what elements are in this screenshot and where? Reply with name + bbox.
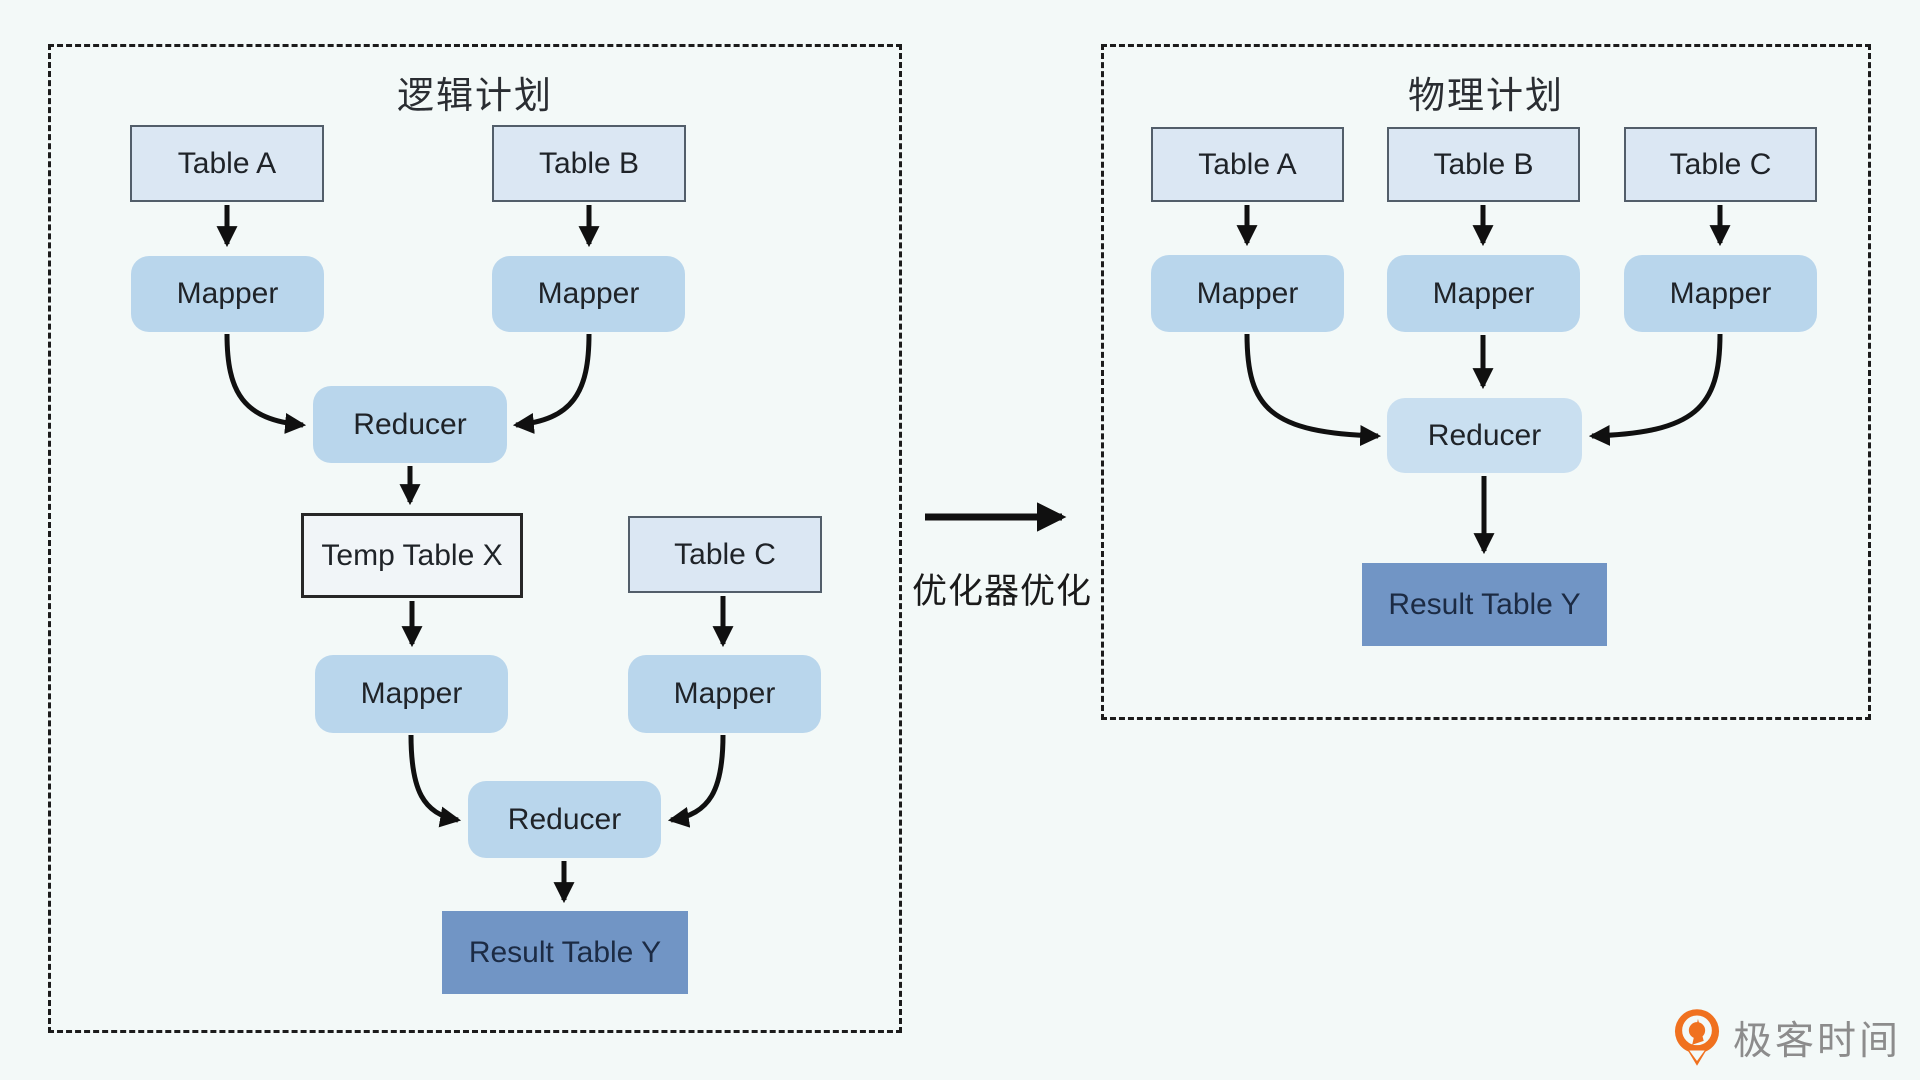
watermark-geektime: 极客时间: [1674, 1008, 1901, 1068]
node-mapper-b-physical: Mapper: [1387, 255, 1580, 332]
optimizer-label: 优化器优化: [911, 572, 1092, 611]
node-mapper-b-logical: Mapper: [492, 256, 685, 332]
node-reducer-physical: Reducer: [1387, 398, 1582, 473]
node-table-b-logical: Table B: [492, 125, 686, 202]
node-mapper-temp-logical: Mapper: [315, 655, 508, 733]
node-result-table-y-logical: Result Table Y: [442, 911, 688, 994]
node-mapper-c-logical: Mapper: [628, 655, 821, 733]
node-mapper-a-physical: Mapper: [1151, 255, 1344, 332]
node-mapper-c-physical: Mapper: [1624, 255, 1817, 332]
geektime-logo-icon: [1674, 1009, 1720, 1066]
physical-plan-title: 物理计划: [1408, 75, 1564, 116]
physical-plan-panel: 物理计划: [1101, 44, 1871, 720]
node-table-c-logical: Table C: [628, 516, 822, 593]
logical-plan-title: 逻辑计划: [397, 75, 553, 116]
logical-plan-panel: 逻辑计划: [48, 44, 902, 1033]
node-table-c-physical: Table C: [1624, 127, 1817, 202]
node-table-a-logical: Table A: [130, 125, 324, 202]
node-result-table-y-physical: Result Table Y: [1362, 563, 1607, 646]
watermark-brand-text: 极客时间: [1733, 1020, 1902, 1063]
node-table-b-physical: Table B: [1387, 127, 1580, 202]
node-temp-table-x-logical: Temp Table X: [301, 513, 523, 598]
node-table-a-physical: Table A: [1151, 127, 1344, 202]
node-mapper-a-logical: Mapper: [131, 256, 324, 332]
node-reducer-2-logical: Reducer: [468, 781, 661, 858]
node-reducer-1-logical: Reducer: [313, 386, 507, 463]
